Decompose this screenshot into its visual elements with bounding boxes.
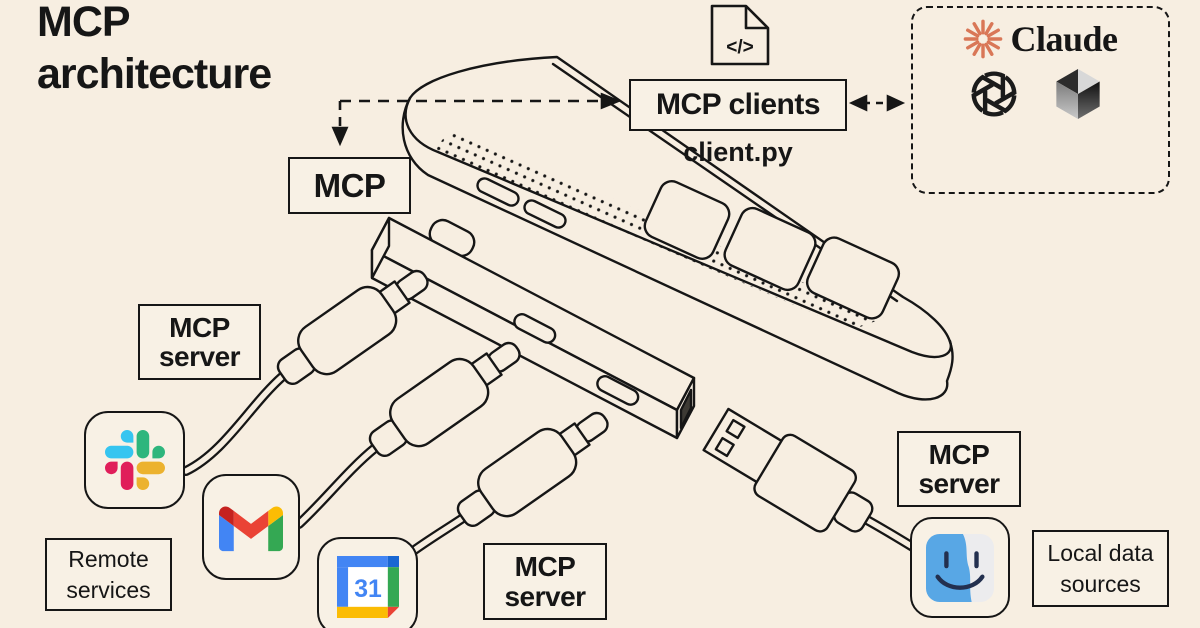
- openai-icon: [971, 71, 1017, 117]
- gmail-tile: [202, 474, 300, 580]
- mcp-server-box-remote-2: MCP server: [483, 543, 607, 620]
- usb-c-cables: [181, 269, 609, 559]
- remote-services-line1: Remote: [68, 546, 149, 573]
- server-label-line2: server: [918, 468, 1000, 499]
- mcp-clients-box: MCP clients: [629, 79, 847, 131]
- claude-wordmark: Claude: [1010, 19, 1118, 59]
- remote-services-line2: services: [66, 576, 151, 603]
- usb-c-cable-gmail: [294, 341, 521, 529]
- usb-a-plug: [702, 407, 921, 554]
- local-sources-line2: sources: [1060, 570, 1141, 597]
- server-label-line1: MCP: [169, 311, 230, 343]
- slack-tile: [84, 411, 185, 509]
- mcp-server-box-remote-1: MCP server: [138, 304, 261, 380]
- claude-logo-row: Claude: [913, 18, 1168, 60]
- server-label-line1: MCP: [514, 551, 576, 583]
- code-file-icon: </>: [710, 4, 770, 66]
- cursor-icon: [1056, 69, 1100, 119]
- claude-starburst-icon: [964, 19, 1003, 59]
- server-label-line2: server: [504, 580, 586, 612]
- mcp-clients-label: MCP clients: [656, 88, 821, 121]
- finder-tile: [910, 517, 1010, 618]
- mcp-protocol-box: MCP: [288, 157, 411, 214]
- finder-icon: [926, 533, 994, 602]
- laptop-port-slots: [476, 177, 567, 229]
- laptop-illustration: [401, 55, 954, 401]
- dashed-arrows: [331, 92, 906, 147]
- slack-icon: [104, 430, 165, 490]
- usb-c-cable-slack: [181, 269, 429, 476]
- google-calendar-tile: 31: [317, 537, 418, 628]
- mcp-hosts-group: Claude MCP hosts: [911, 6, 1170, 194]
- usb-a-port: [679, 388, 693, 430]
- gmail-icon: [219, 506, 283, 552]
- server-label-line1: MCP: [928, 438, 990, 470]
- google-calendar-icon: 31: [336, 555, 399, 618]
- usb-hub-illustration: [370, 216, 696, 440]
- client-filename: client.py: [683, 137, 793, 167]
- mcp-server-box-local: MCP server: [897, 431, 1021, 507]
- code-glyph: </>: [726, 37, 753, 58]
- local-sources-line1: Local data: [1047, 540, 1154, 567]
- svg-text:31: 31: [354, 575, 382, 602]
- local-data-sources-box: Local data sources: [1032, 530, 1169, 607]
- mcp-protocol-label: MCP: [313, 166, 386, 204]
- page-title: MCP architecture: [37, 0, 272, 99]
- keyboard-keys: [643, 180, 901, 320]
- server-label-line2: server: [158, 341, 241, 372]
- remote-services-box: Remote services: [45, 538, 172, 611]
